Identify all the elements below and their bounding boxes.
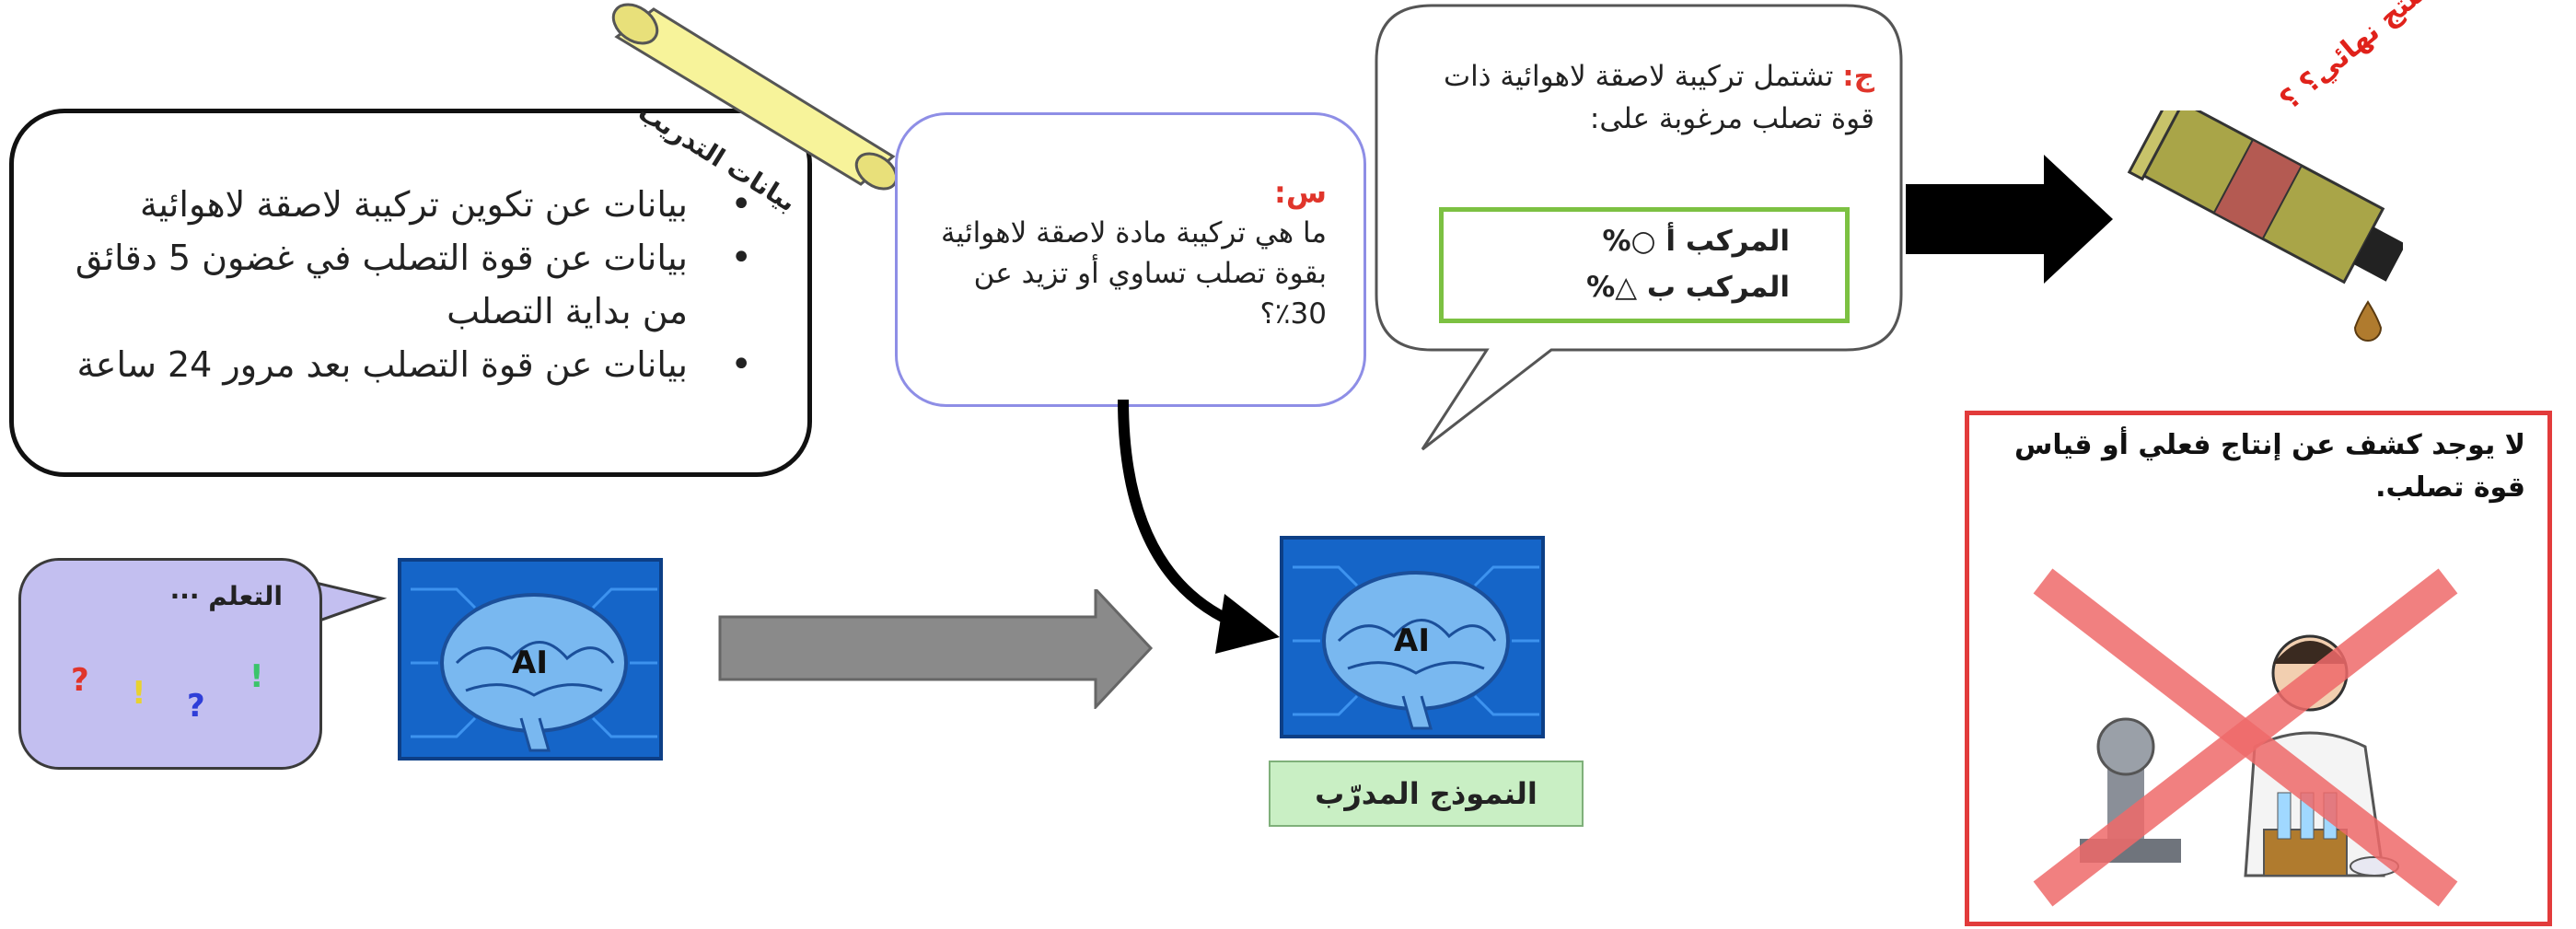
trained-model-label: النموذج المدرّب — [1269, 761, 1584, 827]
answer-text: تشتمل تركيبة لاصقة لاهوائية ذات قوة تصلب… — [1443, 60, 1874, 135]
ai-chip-untrained: AI — [398, 558, 663, 761]
final-product-label: منتج نهائي؟ ؟ — [2274, 0, 2440, 117]
compound-box: المركب أ ○% المركب ب △% — [1439, 207, 1850, 323]
learning-bubble-tail — [304, 578, 387, 628]
question-bubble: س: ما هي تركيبة مادة لاصقة لاهوائية بقوة… — [895, 112, 1366, 407]
ai-chip-trained: AI — [1280, 536, 1545, 738]
ai-label: AI — [512, 644, 548, 681]
learning-label: التعلم ··· — [169, 581, 283, 611]
warning-text: لا يوجد كشف عن إنتاج فعلي أو قياس قوة تص… — [2014, 429, 2525, 504]
curved-arrow-icon — [1118, 399, 1280, 654]
answer-label: ج: — [1842, 60, 1874, 93]
compound-a: المركب أ ○% — [1602, 225, 1791, 258]
brain-icon — [1293, 565, 1539, 730]
gray-arrow-icon — [718, 589, 1154, 709]
question-text: ما هي تركيبة مادة لاصقة لاهوائية بقوة تص… — [941, 216, 1327, 331]
compound-b: المركب ب △% — [1586, 271, 1790, 304]
answer-text-block: ج: تشتمل تركيبة لاصقة لاهوائية ذات قوة ت… — [1409, 55, 1874, 140]
exclamation-symbol: ! — [132, 675, 146, 712]
question-label: س: — [1274, 175, 1327, 210]
question-text-block: س: ما هي تركيبة مادة لاصقة لاهوائية بقوة… — [922, 172, 1327, 334]
question-mark-symbol: ? — [187, 688, 205, 725]
training-item: بيانات عن قوة التصلب بعد مرور 24 ساعة — [52, 338, 752, 391]
learning-bubble: التعلم ··· ? ! ? ! — [18, 558, 322, 770]
warning-box: لا يوجد كشف عن إنتاج فعلي أو قياس قوة تص… — [1965, 411, 2552, 926]
adhesive-tube-icon — [2127, 110, 2403, 342]
training-item: بيانات عن قوة التصلب في غضون 5 دقائق من … — [52, 231, 752, 338]
training-data-box: بيانات عن تكوين تركيبة لاصقة لاهوائية بي… — [9, 109, 812, 477]
question-mark-symbol: ? — [71, 662, 89, 699]
training-data-list: بيانات عن تكوين تركيبة لاصقة لاهوائية بي… — [52, 178, 752, 391]
exclamation-symbol: ! — [249, 658, 264, 695]
ai-label: AI — [1394, 622, 1430, 659]
brain-icon — [411, 587, 657, 752]
scroll-banner — [611, 3, 899, 191]
scientist-illustration-icon — [2033, 568, 2458, 907]
black-arrow-icon — [1906, 155, 2113, 284]
training-item: بيانات عن تكوين تركيبة لاصقة لاهوائية — [52, 178, 752, 231]
